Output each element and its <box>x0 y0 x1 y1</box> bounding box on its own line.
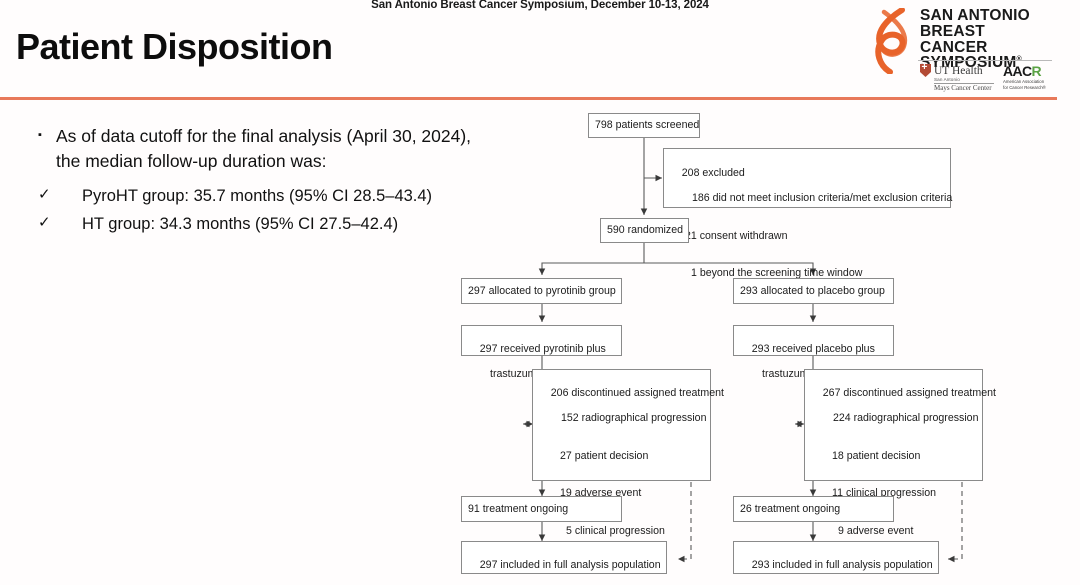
disc-right-item-0: 224 radiographical progression <box>833 411 979 424</box>
flow-box-excluded: 208 excluded 186 did not meet inclusion … <box>663 148 953 279</box>
excluded-title: 208 excluded <box>681 166 745 179</box>
flow-box-ongoing-placebo: 26 treatment ongoing <box>733 496 894 522</box>
final-left-line-1: 297 included in full analysis population <box>479 558 661 571</box>
flow-box-discontinued-placebo: 267 discontinued assigned treatment 224 … <box>804 369 996 575</box>
ut-rule <box>934 83 994 84</box>
sabcs-logo: SAN ANTONIO BREAST CANCER SYMPOSIUM® UT … <box>872 6 1052 92</box>
disc-left-title: 206 discontinued assigned treatment <box>550 386 724 399</box>
flow-box-ongoing-pyrotinib: 91 treatment ongoing <box>461 496 622 522</box>
sabcs-ribbon-icon <box>875 8 908 74</box>
registered-mark: ® <box>1017 56 1022 63</box>
checkmark-icon: ✓ <box>38 186 51 203</box>
logo-line-1: SAN ANTONIO <box>920 7 1030 24</box>
flow-box-allocated-placebo: 293 allocated to placebo group <box>733 278 894 304</box>
logo-line-3: SYMPOSIUM® <box>920 55 1052 71</box>
bullet-sub-1: ✓ PyroHT group: 35.7 months (95% CI 28.5… <box>38 184 558 208</box>
flow-box-allocated-pyrotinib: 297 allocated to pyrotinib group <box>461 278 622 304</box>
bullet-sub-2: ✓ HT group: 34.3 months (95% CI 27.5–42.… <box>38 212 558 236</box>
flow-box-received-pyrotinib: 297 received pyrotinib plus trastuzumab … <box>461 325 622 380</box>
flow-box-discontinued-pyrotinib: 206 discontinued assigned treatment 152 … <box>532 369 724 575</box>
aacr-sub-2: for Cancer Research® <box>1003 85 1046 91</box>
bullet-marker-icon: ▪ <box>38 129 42 141</box>
disc-right-item-3: 9 adverse event <box>838 525 914 538</box>
mays-cancer-center-label: Mays Cancer Center <box>934 84 992 92</box>
bullet-sub-1-text: PyroHT group: 35.7 months (95% CI 28.5–4… <box>82 187 433 205</box>
sabcs-logo-text: SAN ANTONIO BREAST CANCER SYMPOSIUM® <box>920 8 1052 71</box>
excluded-item-2: 21 consent withdrawn <box>685 229 788 242</box>
flow-box-randomized: 590 randomized <box>600 218 689 243</box>
excluded-item-1: 186 did not meet inclusion criteria/met … <box>692 191 953 204</box>
conference-banner: San Antonio Breast Cancer Symposium, Dec… <box>371 0 709 11</box>
excluded-item-3: 1 beyond the screening time window <box>691 267 863 280</box>
final-right-line-1: 293 included in full analysis population <box>751 558 933 571</box>
flow-box-received-placebo: 293 received placebo plus trastuzumab an… <box>733 325 894 380</box>
logo-line-2: BREAST CANCER <box>920 22 988 56</box>
ut-health-label: UT Health <box>934 64 983 77</box>
checkmark-icon: ✓ <box>38 214 51 231</box>
disc-right-item-1: 18 patient decision <box>832 449 921 462</box>
aacr-wordmark: AACR <box>1003 63 1042 79</box>
disc-right-title: 267 discontinued assigned treatment <box>822 386 996 399</box>
flow-box-screened: 798 patients screened <box>588 113 700 138</box>
final-right-line-2: 293 included in safety population <box>740 584 933 585</box>
bullet-main-text: As of data cutoff for the final analysis… <box>56 126 472 171</box>
aacr-logo: AACR American Association for Cancer Res… <box>1003 64 1055 91</box>
received-right-line-1: 293 received placebo plus <box>751 342 875 355</box>
bullet-main: ▪ As of data cutoff for the final analys… <box>38 124 558 174</box>
disc-left-item-3: 5 clinical progression <box>566 525 665 538</box>
bullet-sub-2-text: HT group: 34.3 months (95% CI 27.5–42.4) <box>82 215 399 233</box>
logo-separator <box>918 60 1052 61</box>
received-left-line-1: 297 received pyrotinib plus <box>479 342 606 355</box>
title-divider-rule <box>0 97 1057 100</box>
disc-left-item-1: 27 patient decision <box>560 449 649 462</box>
page-title: Patient Disposition <box>16 26 333 67</box>
flow-box-final-placebo: 293 included in full analysis population… <box>733 541 939 585</box>
final-left-line-2: 297 included in safety population <box>468 584 661 585</box>
ut-health-logo: UT Health San Antonio Mays Cancer Center <box>920 64 994 92</box>
disc-left-item-0: 152 radiographical progression <box>561 411 707 424</box>
flow-box-final-pyrotinib: 297 included in full analysis population… <box>461 541 667 585</box>
shield-icon <box>920 64 931 77</box>
ut-san-antonio-label: San Antonio <box>934 77 960 82</box>
aacr-sub-1: American Association <box>1003 79 1045 84</box>
